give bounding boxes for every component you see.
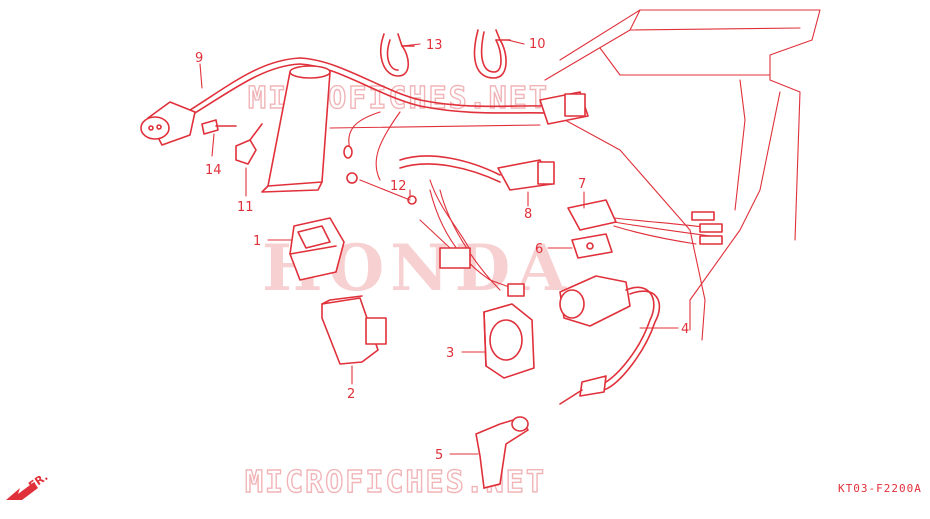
callout-4: 4 [681, 322, 689, 337]
frame-outline [544, 9, 821, 341]
part-13-clamp [380, 33, 415, 77]
callout-7: 7 [578, 177, 586, 192]
part-8-connector [399, 155, 555, 191]
part-10-clamp [473, 29, 511, 79]
callout-14: 14 [205, 163, 222, 178]
front-direction-arrow: FR. [6, 470, 50, 500]
diagram-code: KT03-F2200A [838, 482, 922, 495]
branch-wires [343, 111, 525, 297]
callout-11: 11 [237, 200, 254, 215]
callout-9: 9 [195, 51, 203, 66]
part-3-rubber-mount [483, 303, 535, 379]
part-5-plug-cap [475, 416, 529, 489]
callout-10: 10 [529, 37, 546, 52]
main-harness [189, 57, 546, 129]
part-2-cdi-unit [321, 295, 387, 365]
callout-5: 5 [435, 448, 443, 463]
part-1-switch [289, 217, 345, 281]
part-11-clip [235, 123, 263, 165]
callout-1: 1 [253, 234, 261, 249]
callout-6: 6 [535, 242, 543, 257]
part-14-bolt [201, 119, 237, 135]
callout-3: 3 [446, 346, 454, 361]
callout-8: 8 [524, 207, 532, 222]
leader-lines [199, 39, 679, 455]
callout-12: 12 [390, 179, 407, 194]
part-4-ignition-coil [559, 275, 661, 405]
harness-end-connector [539, 91, 589, 125]
part-9-connector [140, 101, 196, 146]
callout-2: 2 [347, 387, 355, 402]
callout-13: 13 [426, 38, 443, 53]
throttle-grip-tube [261, 65, 331, 193]
part-6-7-regulator [567, 199, 723, 259]
